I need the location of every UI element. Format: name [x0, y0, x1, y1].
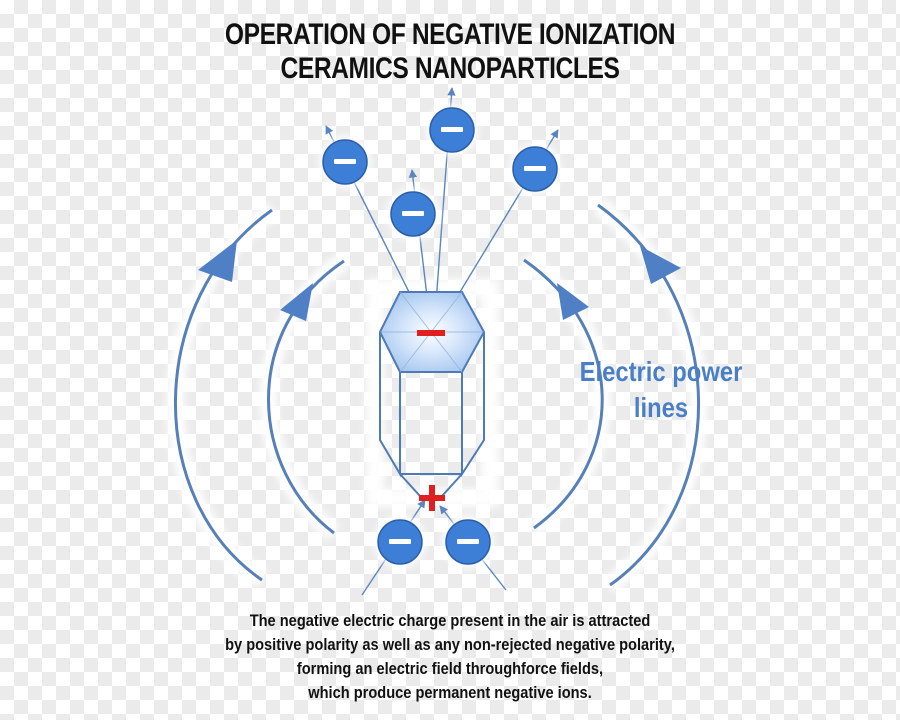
field-lines-label-line-1: Electric power [579, 356, 743, 387]
caption-line-1: The negative electric charge present in … [249, 611, 651, 630]
positive-pole-icon [419, 485, 445, 511]
field-arrows [198, 240, 681, 321]
ceramic-crystal [378, 291, 486, 511]
diagram-title-line-2: CERAMICS NANOPARTICLES [280, 52, 620, 85]
negative-ion-icon [426, 104, 478, 156]
field-lines-label-line-2: lines [633, 392, 689, 423]
caption-line-4: which produce permanent negative ions. [308, 683, 592, 702]
negative-ion-icon [387, 188, 439, 240]
negative-ion-icon [374, 516, 426, 568]
caption-line-2: by positive polarity as well as any non-… [225, 635, 675, 654]
ions [319, 104, 561, 568]
arrow-head-icon [557, 283, 589, 320]
arrow-head-icon [640, 246, 681, 284]
negative-ion-icon [319, 136, 371, 188]
negative-ion-icon [509, 143, 561, 195]
negative-pole-icon [417, 330, 445, 336]
arrow-head-icon [280, 283, 313, 321]
negative-ion-icon [442, 516, 494, 568]
caption-line-3: forming an electric field throughforce f… [296, 659, 604, 678]
arrow-head-icon [198, 240, 237, 282]
diagram-title-line-1: OPERATION OF NEGATIVE IONIZATION [224, 18, 676, 51]
